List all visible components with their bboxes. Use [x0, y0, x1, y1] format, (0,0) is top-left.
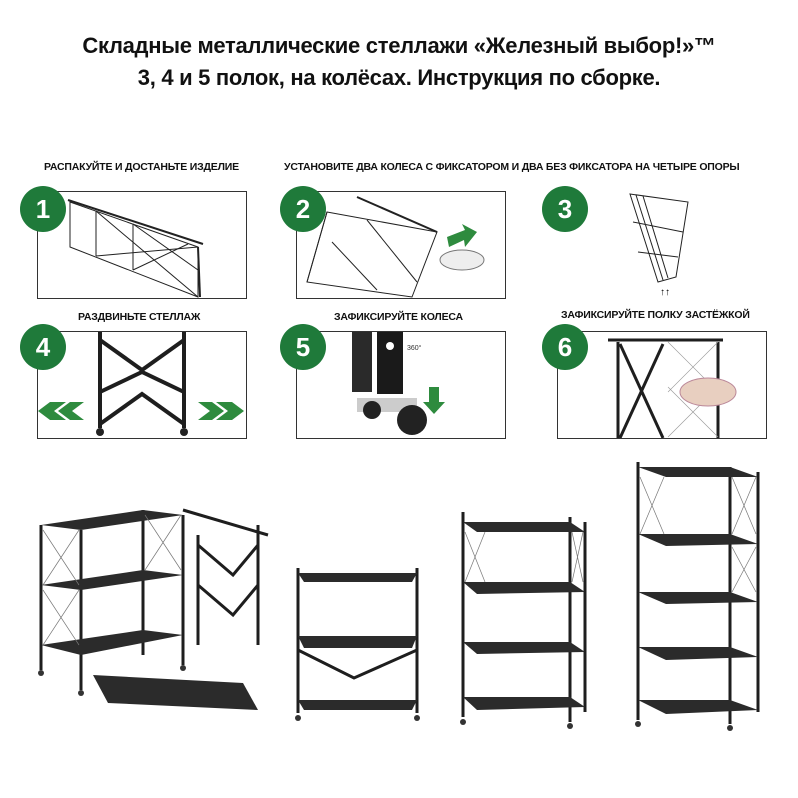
step-6-illustration [557, 331, 767, 439]
wheel-lock-icon: 360° [352, 332, 445, 435]
title-line-1: Складные металлические стеллажи «Железны… [82, 33, 716, 58]
step-3-illustration: ↑↑ [557, 191, 767, 299]
step-2-label: УСТАНОВИТЕ ДВА КОЛЕСА С ФИКСАТОРОМ И ДВА… [284, 161, 740, 173]
step-2-illustration [296, 191, 506, 299]
step-5-badge: 5 [280, 324, 326, 370]
rack-5-tier-icon [635, 462, 760, 731]
title-line-2: 3, 4 и 5 полок, на колёсах. Инструкция п… [137, 65, 661, 90]
rack-3-shelves [292, 568, 432, 728]
step-4-label: РАЗДВИНЬТЕ СТЕЛЛАЖ [78, 311, 201, 323]
rack-4-tier-icon [460, 512, 587, 729]
unfold-rack-icon [38, 332, 244, 436]
step-6-badge: 6 [542, 324, 588, 370]
step-6-label: ЗАФИКСИРУЙТЕ ПОЛКУ ЗАСТЁЖКОЙ [561, 309, 750, 321]
rotation-label: 360° [407, 344, 422, 352]
folded-rack-icon [67, 199, 204, 298]
step-1-illustration [37, 191, 247, 299]
step-4-illustration [37, 331, 247, 439]
page-title: Складные металлические стеллажи «Железны… [0, 30, 798, 94]
wheel-install-icon [306, 196, 485, 298]
step-1-label: РАСПАКУЙТЕ И ДОСТАНЬТЕ ИЗДЕЛИЕ [44, 161, 239, 173]
rack-3-tier-icon [38, 508, 269, 710]
rack-3-shelves-with-folded [33, 505, 273, 735]
arrows-outward-icon [38, 402, 244, 420]
step-1-badge: 1 [20, 186, 66, 232]
rack-5-shelves [630, 462, 765, 737]
step-5-label: ЗАФИКСИРУЙТЕ КОЛЕСА [334, 311, 463, 323]
down-arrow-icon [423, 387, 445, 414]
shelf-latch-icon [608, 338, 737, 438]
folded-rack-side-icon: ↑↑ [629, 193, 689, 298]
step-5-illustration: 360° [296, 331, 506, 439]
rack-3-tier-open-icon [295, 568, 420, 721]
rack-4-shelves [455, 512, 595, 732]
svg-text:↑↑: ↑↑ [660, 287, 670, 298]
step-3-badge: 3 [542, 186, 588, 232]
step-4-badge: 4 [20, 324, 66, 370]
step-2-badge: 2 [280, 186, 326, 232]
green-arrow-icon [447, 224, 477, 247]
